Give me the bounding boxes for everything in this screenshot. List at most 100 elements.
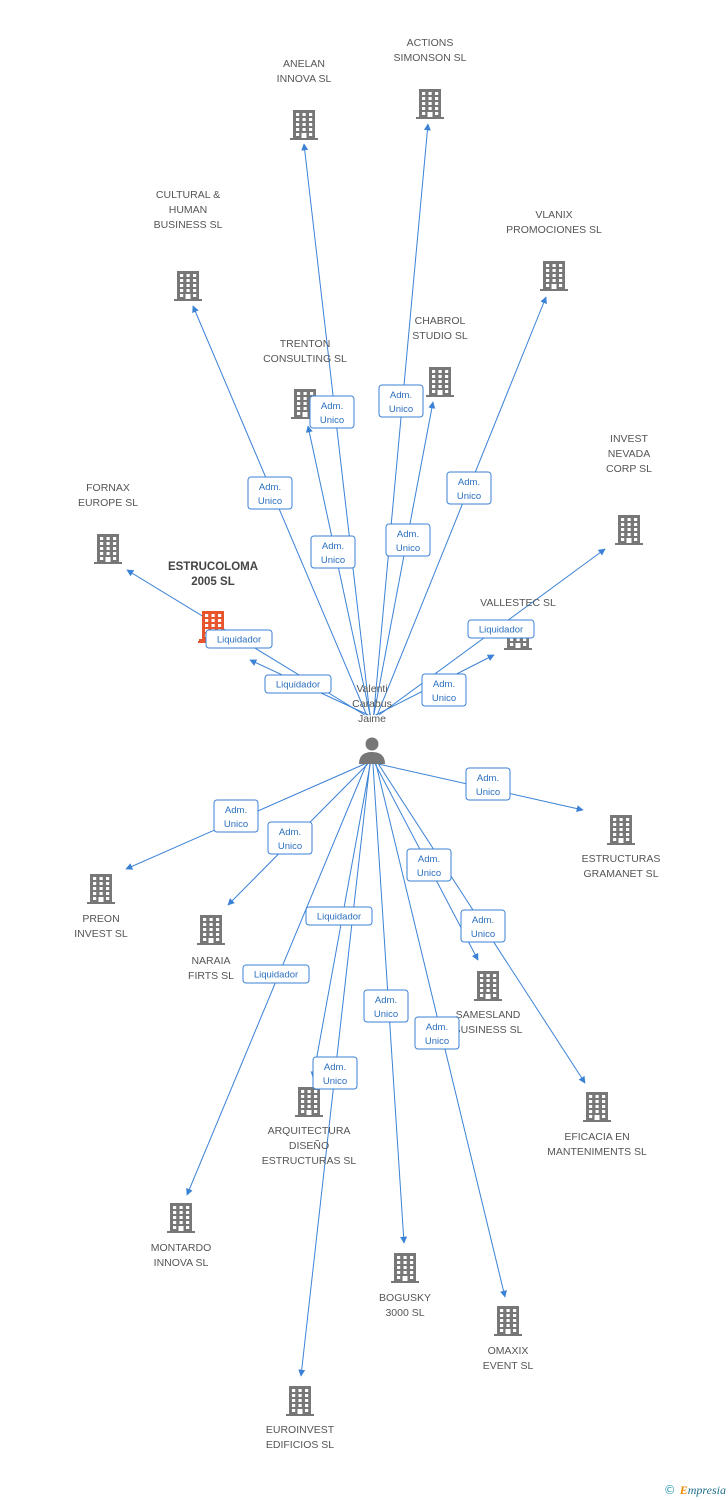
person-name: Valenti — [356, 683, 387, 695]
company-label: PROMOCIONES SL — [506, 224, 602, 236]
company-node-preon[interactable]: PREON INVEST SL — [74, 874, 128, 940]
edge-role-arquitectura[interactable]: Liquidador — [305, 906, 373, 926]
edge-role-chabrol[interactable]: Adm.Unico — [385, 523, 431, 557]
company-label: FIRTS SL — [188, 970, 234, 982]
edge-role-text: Unico — [389, 404, 413, 415]
person-name: Carabus — [352, 698, 392, 710]
building-icon — [295, 1087, 323, 1117]
edge-role-montardo[interactable]: Liquidador — [242, 964, 310, 984]
edge-role-eficacia[interactable]: Adm.Unico — [460, 909, 506, 943]
edge-role-naraia[interactable]: Adm. Unico — [267, 821, 313, 855]
edge-labels-layer: Adm.UnicoAdm.UnicoAdm.UnicoAdm.UnicoAdm.… — [205, 384, 535, 1090]
building-icon — [540, 261, 568, 291]
edge-role-box — [213, 799, 259, 833]
edge-role-box — [378, 384, 424, 418]
edge-role-euroinvest[interactable]: Adm.Unico — [312, 1056, 358, 1090]
edge-role-text: Liquidador — [479, 625, 523, 636]
edge-role-text: Adm. — [324, 1062, 346, 1073]
edge-role-actions[interactable]: Adm. Unico — [378, 384, 424, 418]
edge-role-text: Unico — [425, 1036, 449, 1047]
edge-role-text: Unico — [278, 841, 302, 852]
building-icon — [391, 1253, 419, 1283]
edge-role-omaxix[interactable]: Adm.Unico — [414, 1016, 460, 1050]
edge-role-preon[interactable]: Adm.Unico — [213, 799, 259, 833]
company-label: INVEST SL — [74, 928, 128, 940]
edge-role-fornax[interactable]: Liquidador — [205, 629, 273, 649]
edge-role-text: Liquidador — [317, 912, 361, 923]
edge-role-bogusky[interactable]: Adm.Unico — [363, 989, 409, 1023]
company-label: EVENT SL — [483, 1360, 534, 1372]
company-label: ARQUITECTURA — [268, 1125, 351, 1137]
company-label: CONSULTING SL — [263, 353, 347, 365]
building-icon — [583, 1092, 611, 1122]
building-icon — [474, 971, 502, 1001]
company-label: EDIFICIOS SL — [266, 1439, 334, 1451]
company-label: SAMESLAND — [456, 1009, 521, 1021]
edge-role-text: Adm. — [375, 995, 397, 1006]
company-label: 3000 SL — [385, 1307, 424, 1319]
company-label: 2005 SL — [191, 576, 234, 588]
company-label: ACTIONS — [407, 37, 454, 49]
company-label: ESTRUCOLOMA — [168, 561, 258, 573]
edge-role-cultural[interactable]: Adm.Unico — [247, 476, 293, 510]
building-icon — [290, 110, 318, 140]
company-label: BUSINESS SL — [154, 219, 223, 231]
edge-vlanix — [376, 296, 547, 716]
edge-role-text: Unico — [476, 787, 500, 798]
company-label: MONTARDO — [151, 1242, 211, 1254]
company-label: SIMONSON SL — [394, 52, 467, 64]
edge-role-samesland[interactable]: Adm.Unico — [406, 848, 452, 882]
edge-role-text: Adm. — [279, 827, 301, 838]
building-icon — [286, 1386, 314, 1416]
company-label: INNOVA SL — [154, 1257, 209, 1269]
edge-actions — [373, 123, 431, 716]
edge-role-estrucoloma[interactable]: Liquidador — [264, 674, 332, 694]
edge-role-box — [267, 821, 313, 855]
company-node-actions[interactable]: ACTIONS SIMONSON SL — [394, 37, 467, 119]
edge-role-box — [414, 1016, 460, 1050]
building-icon — [607, 815, 635, 845]
edge-role-box — [305, 906, 373, 926]
edge-role-box — [446, 471, 492, 505]
edge-role-invest_nevada[interactable]: Adm.Unico — [421, 673, 467, 707]
edge-role-anelan[interactable]: Adm.Unico — [309, 395, 355, 429]
building-icon — [615, 515, 643, 545]
edge-role-text: Liquidador — [217, 635, 261, 646]
company-label: ESTRUCTURAS — [582, 853, 661, 865]
edge-role-text: Adm. — [397, 529, 419, 540]
edge-role-vallestec[interactable]: Liquidador — [467, 619, 535, 639]
edge-role-text: Unico — [457, 491, 481, 502]
edge-role-trenton[interactable]: Adm.Unico — [310, 535, 356, 569]
edge-role-box — [465, 767, 511, 801]
edge-role-text: Adm. — [390, 390, 412, 401]
edge-role-box — [312, 1056, 358, 1090]
edge-role-estructuras_gramanet[interactable]: Adm.Unico — [465, 767, 511, 801]
company-node-montardo[interactable]: MONTARDO INNOVA SL — [151, 1203, 211, 1269]
edge-role-box — [310, 535, 356, 569]
company-label: DISEÑO — [289, 1139, 329, 1152]
company-label: VALLESTEC SL — [480, 597, 556, 609]
company-label: PREON — [82, 913, 119, 925]
edge-role-vlanix[interactable]: Adm.Unico — [446, 471, 492, 505]
edge-role-text: Adm. — [322, 541, 344, 552]
footer-brand: ©Empresia — [664, 1483, 726, 1498]
company-label: CULTURAL & — [156, 189, 220, 201]
edge-role-box — [247, 476, 293, 510]
edge-role-text: Adm. — [433, 679, 455, 690]
